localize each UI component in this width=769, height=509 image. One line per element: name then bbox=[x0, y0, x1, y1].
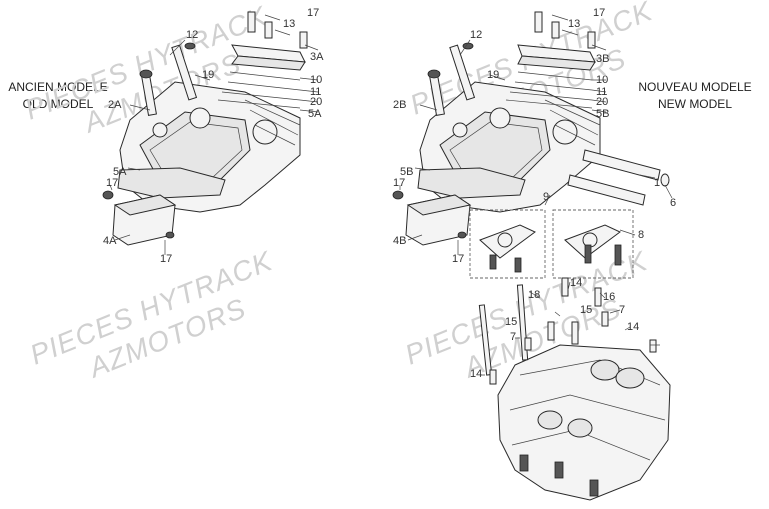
callout-16: 16 bbox=[603, 291, 615, 303]
callout-15b: 15 bbox=[505, 316, 517, 328]
bolt-17b bbox=[587, 31, 596, 49]
bolt-17c bbox=[102, 190, 114, 200]
new-model-heading-en: NEW MODEL bbox=[657, 97, 732, 111]
bolt-7b bbox=[524, 337, 532, 351]
callout-14b: 14 bbox=[627, 321, 639, 333]
callout-10: 10 bbox=[596, 74, 608, 86]
callout-17-bottom: 17 bbox=[452, 253, 464, 265]
new-model-heading-fr: NOUVEAU MODELE bbox=[638, 80, 752, 94]
callout-17-left: 17 bbox=[393, 177, 405, 189]
bolt-14 bbox=[561, 277, 569, 297]
callout-19: 19 bbox=[487, 69, 499, 81]
bolt-15 bbox=[547, 321, 555, 341]
callout-11: 11 bbox=[596, 86, 607, 98]
callout-12: 12 bbox=[186, 29, 198, 41]
bolt-16 bbox=[594, 287, 602, 307]
callout-4a: 4A bbox=[103, 235, 117, 247]
callout-20: 20 bbox=[596, 96, 608, 108]
callout-14c: 14 bbox=[470, 368, 482, 380]
cover-boss bbox=[452, 122, 468, 138]
callout-9: 9 bbox=[543, 191, 549, 203]
rocker-shaft-1b bbox=[567, 174, 646, 206]
stud bbox=[519, 454, 529, 472]
rocker-arm-box-9 bbox=[469, 209, 546, 279]
rocker-arm-8 bbox=[564, 224, 622, 266]
old-model-heading: ANCIEN MODELE OLD MODEL bbox=[2, 79, 114, 113]
bolt-14c bbox=[489, 369, 497, 385]
callout-17-left: 17 bbox=[106, 177, 118, 189]
bolt-17 bbox=[534, 11, 543, 33]
callout-13: 13 bbox=[568, 18, 580, 30]
old-model-heading-fr: ANCIEN MODELE bbox=[8, 80, 108, 94]
gasket-5b-lower bbox=[417, 167, 526, 199]
stud bbox=[554, 461, 564, 479]
valve-springs bbox=[537, 359, 645, 438]
callout-3b: 3B bbox=[596, 53, 609, 65]
callout-6: 6 bbox=[670, 197, 676, 209]
stud bbox=[589, 479, 599, 497]
callout-8: 8 bbox=[638, 229, 644, 241]
cover-boss bbox=[152, 122, 168, 138]
callout-14: 14 bbox=[570, 277, 582, 289]
callout-17: 17 bbox=[593, 7, 605, 19]
bolt-12 bbox=[171, 42, 198, 101]
callout-12: 12 bbox=[470, 29, 482, 41]
old-model-assembly: 12 17 13 3A 19 10 11 20 5A 2A 5A 17 4A 1… bbox=[102, 7, 324, 265]
callout-18: 18 bbox=[528, 289, 540, 301]
bolt-17b bbox=[299, 31, 308, 49]
callout-2b: 2B bbox=[393, 99, 406, 111]
callout-13: 13 bbox=[283, 18, 295, 30]
bolt-17c bbox=[392, 190, 404, 200]
callout-5a: 5A bbox=[308, 108, 322, 120]
callout-7b: 7 bbox=[510, 331, 516, 343]
cover-boss bbox=[252, 119, 278, 145]
old-model-heading-en: OLD MODEL bbox=[22, 97, 94, 111]
bolt-7 bbox=[601, 311, 609, 327]
bolt-14b bbox=[649, 339, 657, 353]
callout-10: 10 bbox=[310, 74, 322, 86]
callout-5b: 5B bbox=[596, 108, 609, 120]
bolt-12b bbox=[139, 69, 157, 116]
cover-boss bbox=[552, 119, 578, 145]
rocker-arm-box-8 bbox=[552, 209, 634, 279]
callout-2a: 2A bbox=[108, 99, 122, 111]
callout-17: 17 bbox=[307, 7, 319, 19]
gasket-lines bbox=[505, 71, 593, 109]
bolt-13 bbox=[551, 21, 560, 39]
callout-17-bottom: 17 bbox=[160, 253, 172, 265]
cover-boss bbox=[189, 107, 211, 129]
bolt-15b bbox=[571, 321, 579, 345]
callout-7: 7 bbox=[619, 304, 625, 316]
bolt-12b bbox=[427, 69, 445, 116]
stud-long bbox=[478, 304, 493, 376]
bolt-13 bbox=[264, 21, 273, 39]
bolt-17d bbox=[457, 231, 467, 239]
callout-1: 1 bbox=[654, 177, 660, 189]
callout-20: 20 bbox=[310, 96, 322, 108]
callout-3a: 3A bbox=[310, 51, 324, 63]
bolt-12 bbox=[449, 42, 476, 101]
callout-15: 15 bbox=[580, 304, 592, 316]
new-model-heading: NOUVEAU MODELE NEW MODEL bbox=[635, 79, 755, 113]
callout-5b-lower: 5B bbox=[400, 166, 413, 178]
pin-6 bbox=[660, 173, 670, 187]
callout-4b: 4B bbox=[393, 235, 406, 247]
rocker-arm-9 bbox=[479, 224, 536, 273]
callout-19: 19 bbox=[202, 69, 214, 81]
gasket-5a-lower bbox=[117, 167, 226, 199]
callout-5a-lower: 5A bbox=[113, 166, 127, 178]
new-model-assembly: 12 17 13 3B 19 10 11 20 5B 2B 5B 17 4B 1… bbox=[392, 7, 676, 501]
bolt-17 bbox=[247, 11, 256, 33]
watermark-3: PIECES HYTRACK AZMOTORS bbox=[26, 245, 277, 384]
gasket-lines bbox=[217, 71, 301, 109]
cover-boss bbox=[489, 107, 511, 129]
rocker-shaft-1 bbox=[582, 149, 661, 181]
callout-11: 11 bbox=[310, 86, 321, 98]
bolt-17d bbox=[165, 231, 175, 239]
